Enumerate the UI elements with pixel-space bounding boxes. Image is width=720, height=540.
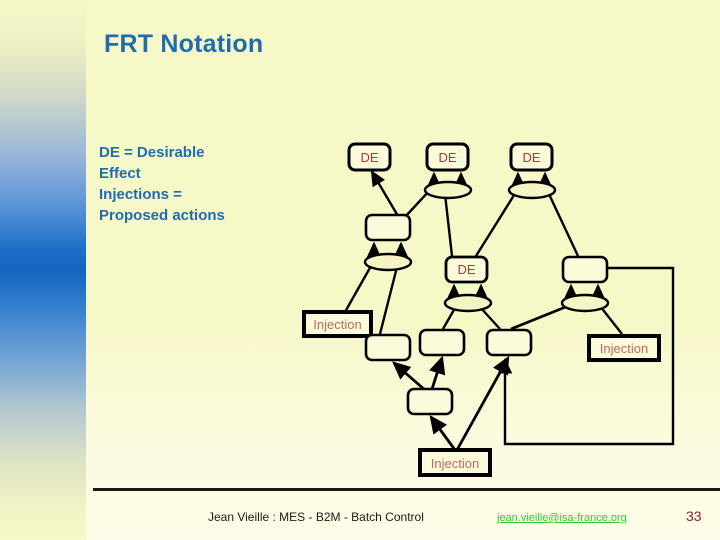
de-box: [347, 142, 392, 172]
left-accent-band: [0, 0, 86, 540]
de-box: [425, 142, 470, 172]
footer-author: Jean Vieille : MES - B2M - Batch Control: [208, 510, 424, 524]
edge-b2-b5-feedback: [497, 266, 675, 446]
footer-page-number: 33: [686, 508, 702, 524]
de-label: DE: [522, 150, 540, 165]
legend-line-1: DE = Desirable: [99, 144, 205, 161]
entity-box: [561, 255, 609, 284]
page-title: FRT Notation: [104, 30, 264, 58]
node-entity-b2[interactable]: [561, 255, 609, 284]
and-connector-e5[interactable]: [560, 293, 610, 313]
edge-inj3-b5: [455, 355, 510, 451]
edge-b2-e3: [546, 191, 580, 257]
node-entity-b3[interactable]: [364, 333, 412, 362]
de-label: DE: [438, 150, 456, 165]
and-connector-e2[interactable]: [423, 180, 473, 200]
node-entity-b1[interactable]: [364, 213, 412, 242]
edge-de4-e3: [474, 191, 518, 257]
legend-line-2: Effect: [99, 165, 141, 182]
injection-label: Injection: [600, 341, 648, 356]
entity-box: [406, 387, 454, 416]
node-layer: DE DE DE DE: [302, 142, 661, 477]
legend-line-4: Proposed actions: [99, 207, 225, 224]
node-injection-2[interactable]: Injection: [587, 334, 661, 362]
node-entity-b6[interactable]: [406, 387, 454, 416]
injection-label: Injection: [313, 317, 361, 332]
entity-box: [485, 328, 533, 357]
legend-line-3: Injections =: [99, 186, 182, 203]
edge-de4-e2: [443, 193, 454, 257]
edge-b6-b4: [429, 355, 446, 390]
legend-text: DE = Desirable Effect Injections = Propo…: [99, 142, 269, 226]
de-label: DE: [360, 150, 378, 165]
injection-box: [302, 310, 373, 338]
de-label: DE: [457, 262, 475, 277]
and-connector-e3[interactable]: [507, 180, 557, 200]
edge-b5-e5: [510, 304, 569, 331]
edge-b1-e2: [403, 189, 431, 219]
and-connector-e4[interactable]: [443, 293, 493, 313]
node-de4[interactable]: DE: [444, 255, 489, 284]
edge-inj1-e1: [343, 265, 373, 313]
node-entity-b5[interactable]: [485, 328, 533, 357]
entity-box: [364, 333, 412, 362]
footer-divider: [93, 488, 720, 491]
de-box: [509, 142, 554, 172]
entity-box: [418, 328, 466, 357]
edge-b1-de1: [370, 170, 400, 217]
node-de2[interactable]: DE: [425, 142, 470, 172]
entity-box: [364, 213, 412, 242]
footer-email-link[interactable]: jean.vieille@isa-france.org: [497, 512, 627, 524]
and-connector-e1[interactable]: [363, 252, 413, 272]
edge-b4-e4: [441, 307, 457, 330]
node-injection-1[interactable]: Injection: [302, 310, 373, 338]
injection-box: [418, 448, 492, 477]
injection-box: [587, 334, 661, 362]
edge-b5-e4: [479, 306, 501, 330]
de-box: [444, 255, 489, 284]
node-injection-3[interactable]: Injection: [418, 448, 492, 477]
edge-b6-b3: [392, 361, 426, 392]
injection-label: Injection: [431, 456, 479, 471]
node-de3[interactable]: DE: [509, 142, 554, 172]
edge-inj3-b6: [429, 414, 457, 451]
node-entity-b4[interactable]: [418, 328, 466, 357]
node-de1[interactable]: DE: [347, 142, 392, 172]
edge-b3-e1: [378, 266, 399, 335]
edge-inj2-e5: [599, 305, 623, 335]
